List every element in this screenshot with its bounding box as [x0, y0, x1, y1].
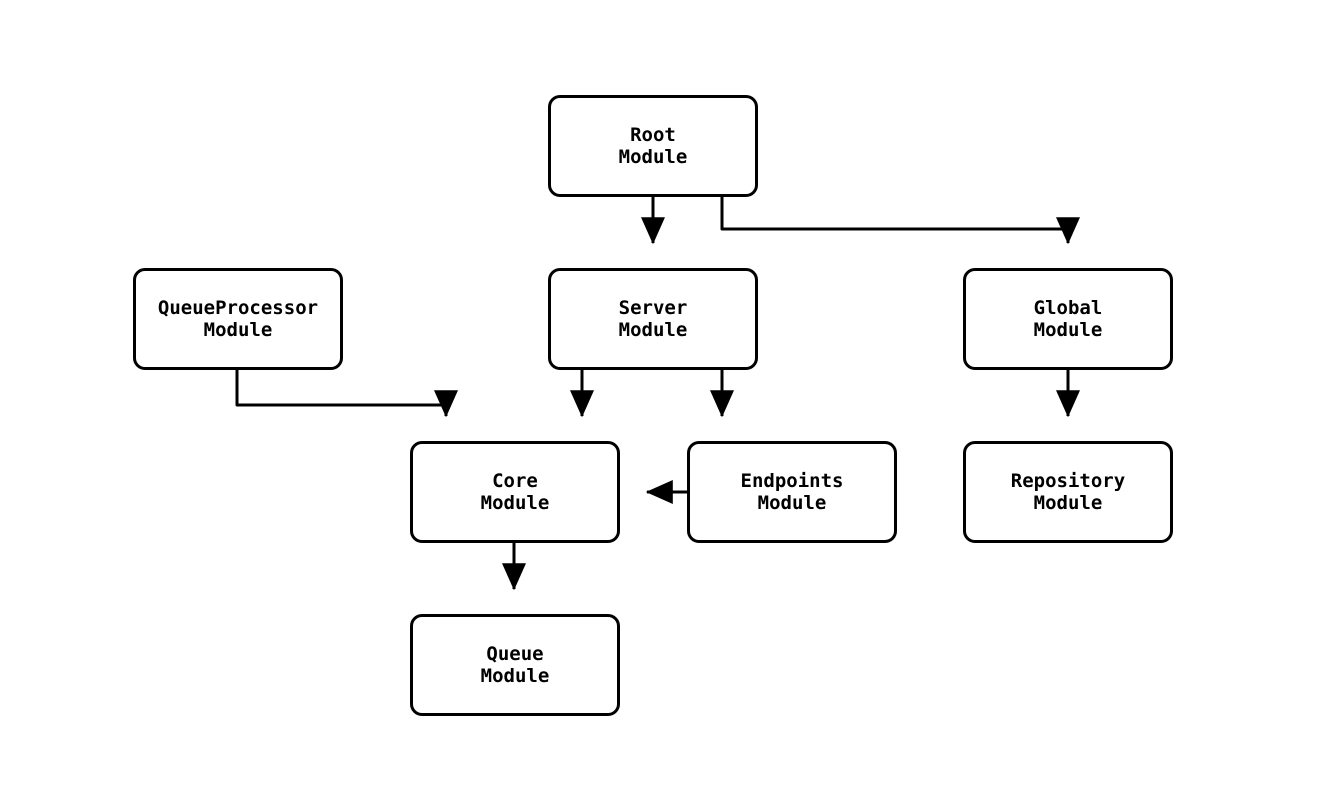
node-core-module[interactable]: Core Module — [410, 441, 620, 543]
node-endpoints-module-line2: Module — [757, 492, 827, 514]
edge-root-to-global — [720, 197, 1080, 245]
node-global-module-line1: Global — [1033, 297, 1103, 319]
node-endpoints-module[interactable]: Endpoints Module — [687, 441, 897, 543]
node-endpoints-module-line1: Endpoints — [740, 470, 844, 492]
node-core-module-line2: Module — [480, 492, 550, 514]
node-root-module[interactable]: Root Module — [548, 95, 758, 197]
node-queueprocessor-module[interactable]: QueueProcessor Module — [133, 268, 343, 370]
edge-queueprocessor-to-core — [235, 370, 458, 418]
node-root-module-line2: Module — [618, 146, 688, 168]
node-repository-module-line2: Module — [1033, 492, 1103, 514]
node-server-module[interactable]: Server Module — [548, 268, 758, 370]
node-global-module[interactable]: Global Module — [963, 268, 1173, 370]
node-queueprocessor-module-line1: QueueProcessor — [157, 297, 319, 319]
node-core-module-line1: Core — [492, 470, 538, 492]
node-server-module-line1: Server — [618, 297, 688, 319]
node-root-module-line1: Root — [630, 124, 676, 146]
node-repository-module[interactable]: Repository Module — [963, 441, 1173, 543]
node-repository-module-line1: Repository — [1010, 470, 1126, 492]
node-queue-module-line1: Queue — [486, 643, 544, 665]
node-queueprocessor-module-line2: Module — [203, 319, 273, 341]
node-server-module-line2: Module — [618, 319, 688, 341]
node-queue-module[interactable]: Queue Module — [410, 614, 620, 716]
node-queue-module-line2: Module — [480, 665, 550, 687]
node-global-module-line2: Module — [1033, 319, 1103, 341]
